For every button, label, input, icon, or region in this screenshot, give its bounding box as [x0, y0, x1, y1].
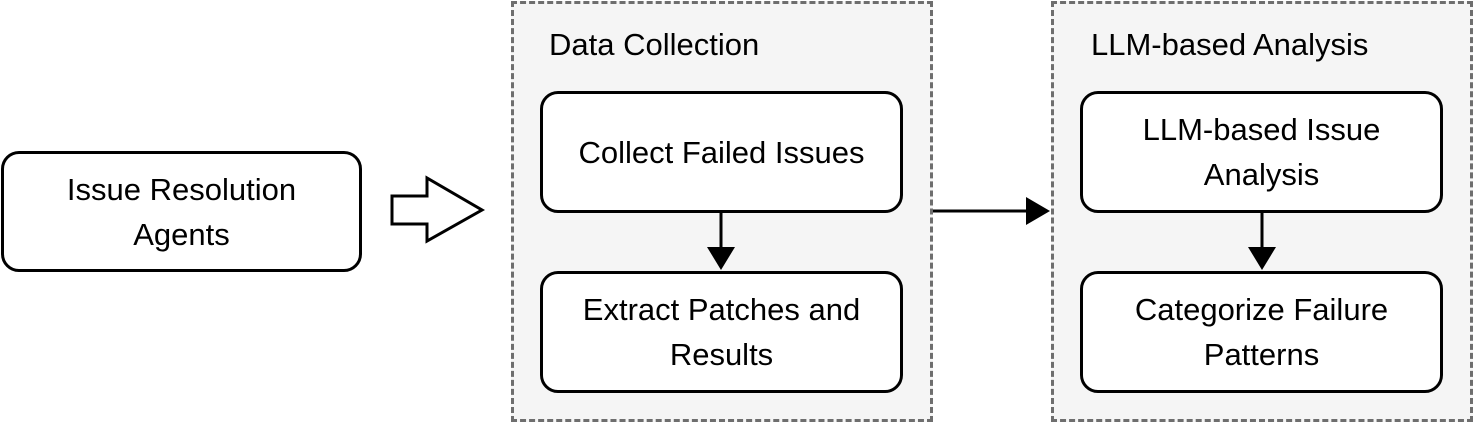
collect-failed-issues-label: Collect Failed Issues [578, 134, 865, 170]
llm-issue-analysis-node: LLM-based Issue Analysis [1080, 91, 1443, 213]
data-collection-title: Data Collection [549, 27, 760, 62]
categorize-failure-patterns-label: Categorize Failure Patterns [1134, 292, 1389, 372]
collect-failed-issues-node: Collect Failed Issues [540, 91, 903, 213]
extract-patches-node: Extract Patches and Results [540, 271, 903, 393]
issue-resolution-agents-label: Issue Resolution Agents [66, 171, 297, 252]
hollow-arrow-icon [390, 175, 486, 244]
categorize-failure-patterns-node: Categorize Failure Patterns [1080, 271, 1443, 393]
llm-issue-analysis-label: LLM-based Issue Analysis [1142, 112, 1381, 192]
llm-analysis-title: LLM-based Analysis [1091, 27, 1369, 62]
arrowhead-collection-to-analysis [1026, 197, 1050, 225]
extract-patches-label: Extract Patches and Results [582, 292, 861, 372]
issue-resolution-agents-node: Issue Resolution Agents [1, 151, 362, 272]
